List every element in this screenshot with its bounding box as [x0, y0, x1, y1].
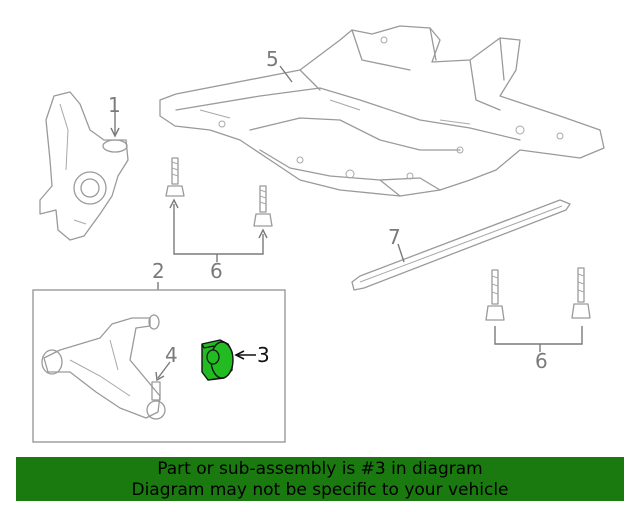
callout-6-left-bracket	[173, 204, 264, 255]
splash-shield-strip	[351, 199, 571, 291]
bolt-right-1	[485, 269, 505, 321]
callout-7-leader	[397, 243, 405, 263]
banner-line-2: Diagram may not be specific to your vehi…	[131, 480, 509, 500]
callout-6-left: 6	[210, 259, 223, 283]
lower-control-arm	[41, 314, 166, 420]
callout-3: 3	[257, 343, 270, 367]
callout-4: 4	[165, 343, 178, 367]
callout-5-leader	[279, 65, 293, 83]
callout-1: 1	[108, 93, 121, 117]
bolt-left-2	[253, 185, 273, 227]
bolt-right-2	[571, 267, 591, 319]
banner-line-1: Part or sub-assembly is #3 in diagram	[157, 459, 483, 479]
callout-7: 7	[388, 225, 401, 249]
fitment-notice-banner: Part or sub-assembly is #3 in diagram Di…	[16, 457, 624, 501]
subframe-crossmember	[159, 25, 605, 197]
callout-6-right: 6	[535, 349, 548, 373]
control-arm-bushing	[201, 339, 234, 381]
bolt-left-1	[165, 157, 185, 197]
callout-4-leader	[157, 361, 171, 379]
callout-6-right-bracket	[494, 326, 583, 345]
callout-2: 2	[152, 259, 165, 283]
callout-5: 5	[266, 47, 279, 71]
lower-control-arm-box	[32, 289, 286, 443]
steering-knuckle	[39, 91, 129, 241]
